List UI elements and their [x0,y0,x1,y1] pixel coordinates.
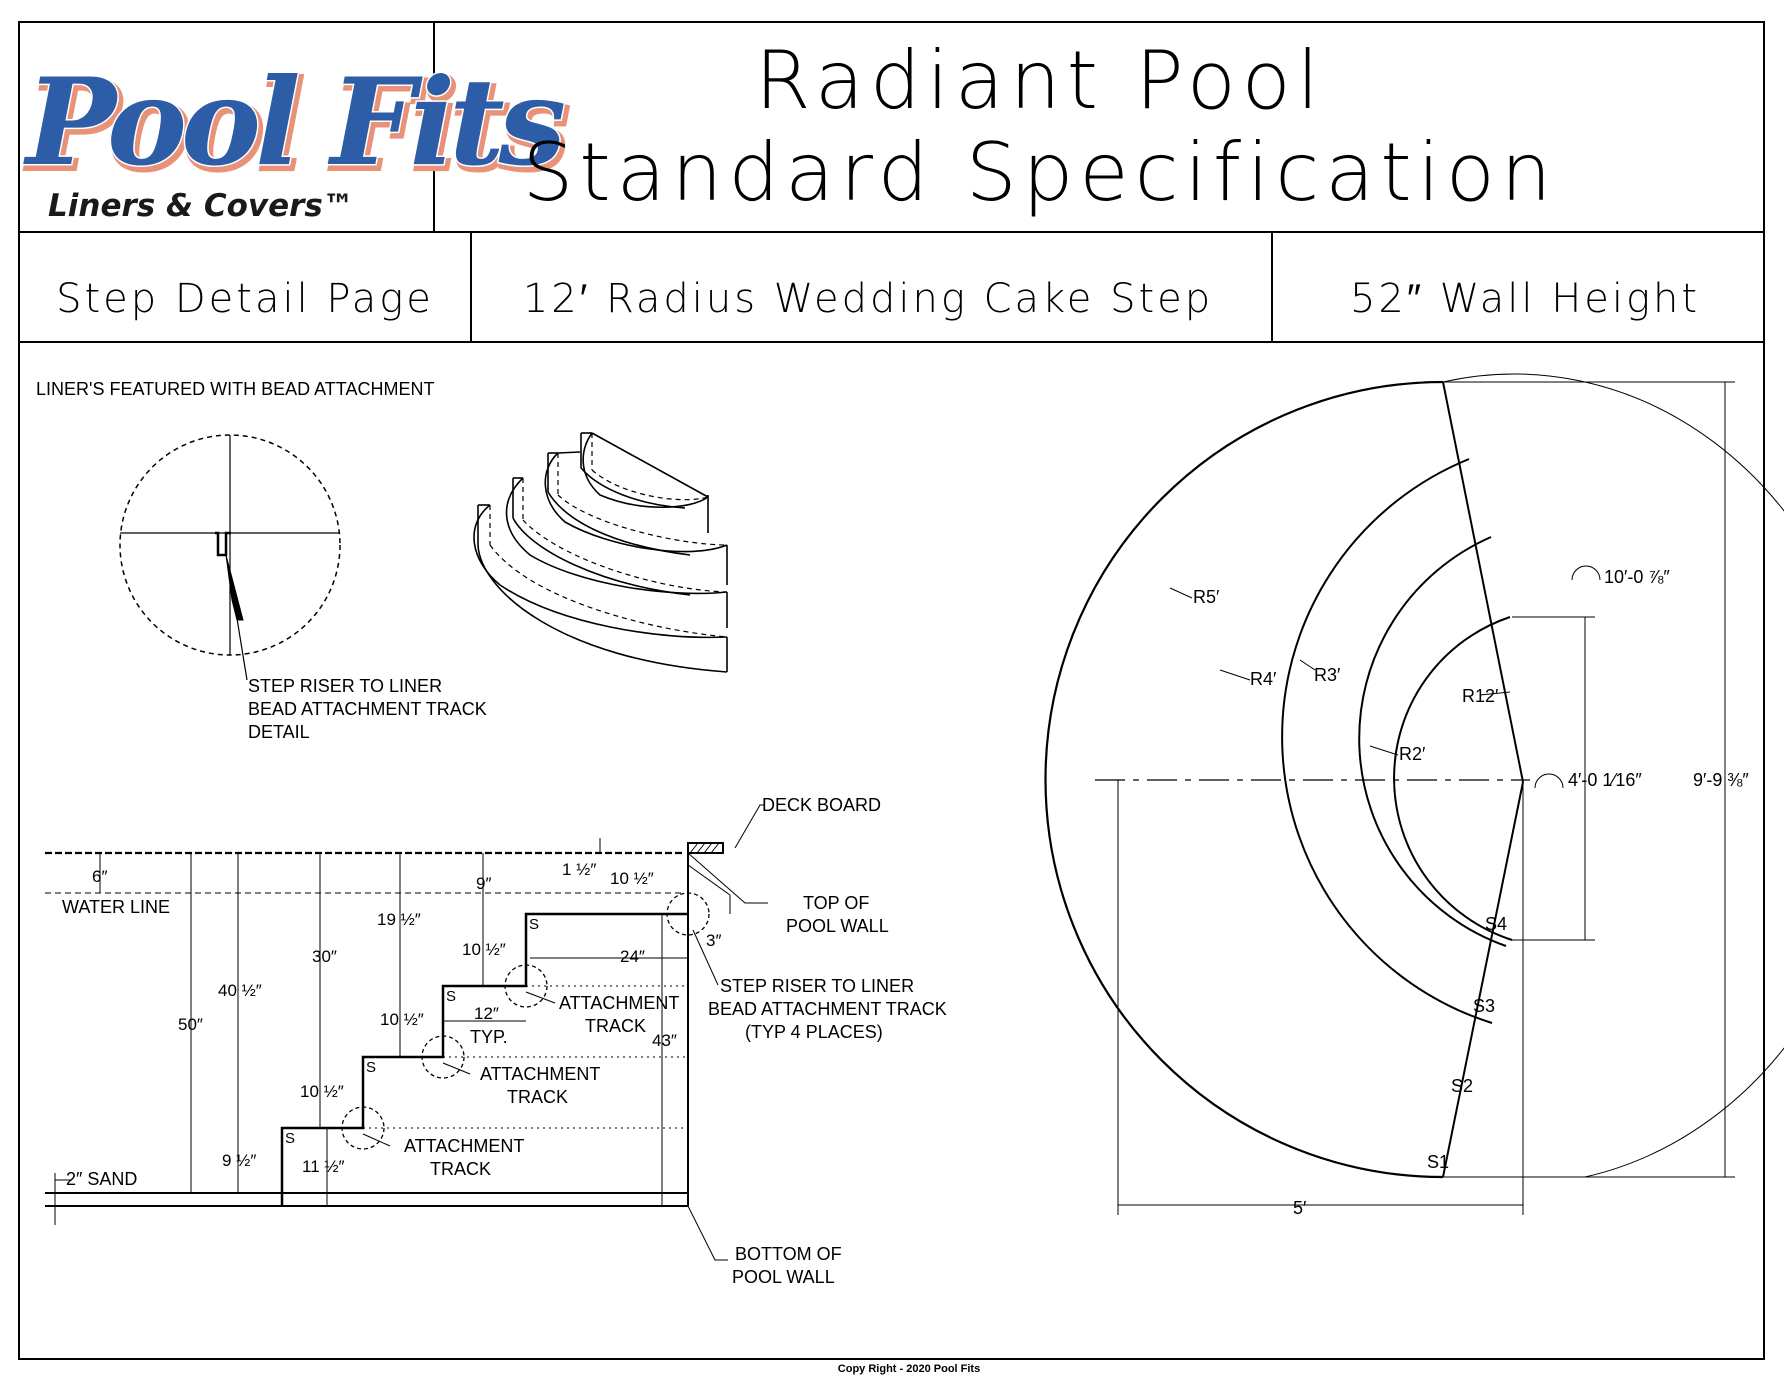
dim-depth: 5′ [1293,1198,1307,1218]
deck-board-label: DECK BOARD [762,795,881,815]
plan-view [1044,373,1784,1215]
plan-step-s1: S1 [1427,1152,1449,1172]
attachment-track-3a: ATTACHMENT [404,1136,524,1156]
riser-callout-3: (TYP 4 PLACES) [745,1022,883,1042]
section-step-marker-4: S [529,916,539,933]
dim-43: 43″ [652,1031,677,1050]
detail-callout-2: BEAD ATTACHMENT TRACK [248,699,487,719]
dim-12: 12″ [474,1004,499,1023]
radius-r2: R2′ [1399,744,1426,764]
dim-24: 24″ [620,947,645,966]
dim-40-5: 40 ½″ [218,981,262,1000]
attachment-track-1a: ATTACHMENT [559,993,679,1013]
detail-callout-3: DETAIL [248,722,310,742]
water-line-label: WATER LINE [62,897,170,917]
dim-arc-short: 4′-0 1⁄16″ [1568,770,1642,790]
attachment-track-3b: TRACK [430,1159,491,1179]
dim-3: 3″ [706,931,721,950]
riser-callout-2: BEAD ATTACHMENT TRACK [708,999,947,1019]
dim-10-5-s2: 10 ½″ [300,1082,344,1101]
dim-10-5-s4: 10 ½″ [462,940,506,959]
bottom-of-wall-label-1: BOTTOM OF [735,1244,842,1264]
dim-10-5-s3: 10 ½″ [380,1010,424,1029]
riser-callout-1: STEP RISER TO LINER [720,976,914,996]
dim-50: 50″ [178,1015,203,1034]
dim-30: 30″ [312,947,337,966]
typ-label: TYP. [470,1027,508,1047]
isometric-step-view [473,432,728,673]
section-step-marker-2: S [366,1059,376,1076]
section-step-marker-1: S [285,1130,295,1147]
title-line-1: Radiant Pool [755,34,1325,127]
svg-text:Pool Fits: Pool Fits [23,52,565,193]
dim-9-5: 9 ½″ [222,1151,256,1170]
dim-10-5-top: 10 ½″ [610,869,654,888]
plan-labels: R5′ R4′ R3′ R2′ R12′ S1 S2 S3 S4 10′-0 ⅞… [1193,567,1749,1218]
header-wall-height: 52″ Wall Height [1350,276,1700,322]
radius-r12: R12′ [1462,686,1499,706]
detail-callout-1: STEP RISER TO LINER [248,676,442,696]
bottom-of-wall-label-2: POOL WALL [732,1267,835,1287]
liner-note: LINER'S FEATURED WITH BEAD ATTACHMENT [36,379,434,399]
top-of-wall-label-1: TOP OF [803,893,869,913]
bead-attachment-detail [119,434,341,681]
attachment-track-1b: TRACK [585,1016,646,1036]
dim-9: 9″ [476,874,491,893]
pool-fits-logo: Pool Fits Pool Fits Liners & Covers™ [22,51,577,225]
svg-text:Pool Fits: Pool Fits [26,56,568,197]
copyright-footer: Copy Right - 2020 Pool Fits [838,1363,980,1375]
dim-11-5: 11 ½″ [302,1157,345,1176]
radius-r5: R5′ [1193,587,1220,607]
plan-step-s3: S3 [1473,996,1495,1016]
plan-step-s4: S4 [1485,914,1507,934]
title-line-2: Standard Specification [522,126,1557,219]
dim-1-5: 1 ½″ [562,860,596,879]
section-step-marker-3: S [446,988,456,1005]
svg-text:Liners & Covers™: Liners & Covers™ [48,188,354,224]
section-view: S S S S [45,804,768,1261]
top-of-wall-label-2: POOL WALL [786,916,889,936]
radius-r3: R3′ [1314,665,1341,685]
sand-label: 2″ SAND [66,1169,137,1189]
section-dimensions: 6″ 9″ 19 ½″ 30″ 40 ½″ 50″ 1 ½″ 10 ½″ 10 … [92,860,721,1176]
section-labels: DECK BOARD TOP OF POOL WALL WATER LINE 2… [62,795,947,1287]
title-block [18,21,1765,1360]
radius-r4: R4′ [1250,669,1277,689]
plan-step-s2: S2 [1451,1076,1473,1096]
header-step-name: 12′ Radius Wedding Cake Step [523,276,1213,322]
dim-chord: 9′-9 ⅜″ [1693,770,1749,790]
dim-19-5: 19 ½″ [377,910,421,929]
attachment-track-2a: ATTACHMENT [480,1064,600,1084]
dim-6: 6″ [92,867,107,886]
dim-arc-long: 10′-0 ⅞″ [1604,567,1670,587]
attachment-track-2b: TRACK [507,1087,568,1107]
header-step-detail-page: Step Detail Page [56,276,434,322]
